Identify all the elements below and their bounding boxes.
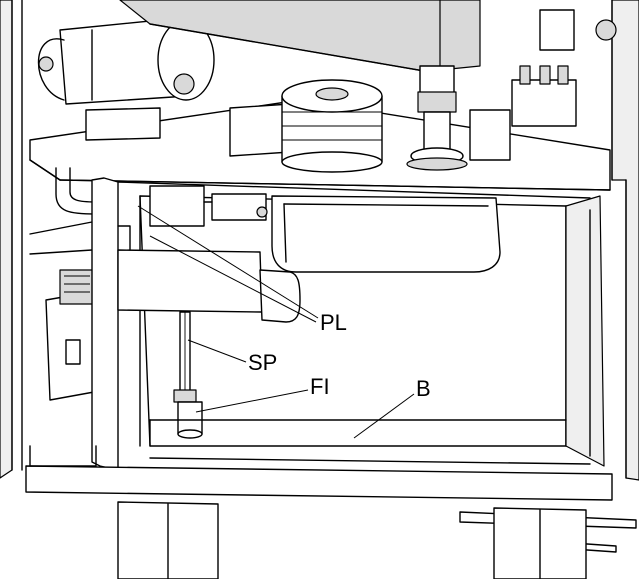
terminal-block <box>469 9 617 161</box>
basin <box>149 419 591 465</box>
labels: PL SP FI B <box>248 310 431 401</box>
cabinet-left-wall <box>0 0 23 479</box>
float-element <box>173 389 203 439</box>
control-box <box>29 221 95 401</box>
left-pipe <box>55 167 97 215</box>
float-chamber <box>271 195 501 273</box>
heat-exchanger-hood <box>119 0 481 73</box>
label-sp: SP <box>248 350 277 375</box>
label-b: B <box>416 376 431 401</box>
leader-pl-upper <box>137 205 319 319</box>
float-stem <box>179 311 191 393</box>
leader-lines <box>137 205 415 439</box>
coil-component <box>281 79 383 173</box>
leader-fi <box>195 389 309 413</box>
gas-pipe <box>406 65 468 171</box>
cabinet-right-wall <box>611 0 639 481</box>
interior-right-wall <box>565 195 605 467</box>
label-pl: PL <box>320 310 347 335</box>
leader-pl-lower <box>149 235 317 323</box>
label-fi: FI <box>310 374 330 399</box>
support-legs <box>117 501 587 579</box>
leader-sp <box>187 339 247 363</box>
leader-b <box>353 393 415 439</box>
